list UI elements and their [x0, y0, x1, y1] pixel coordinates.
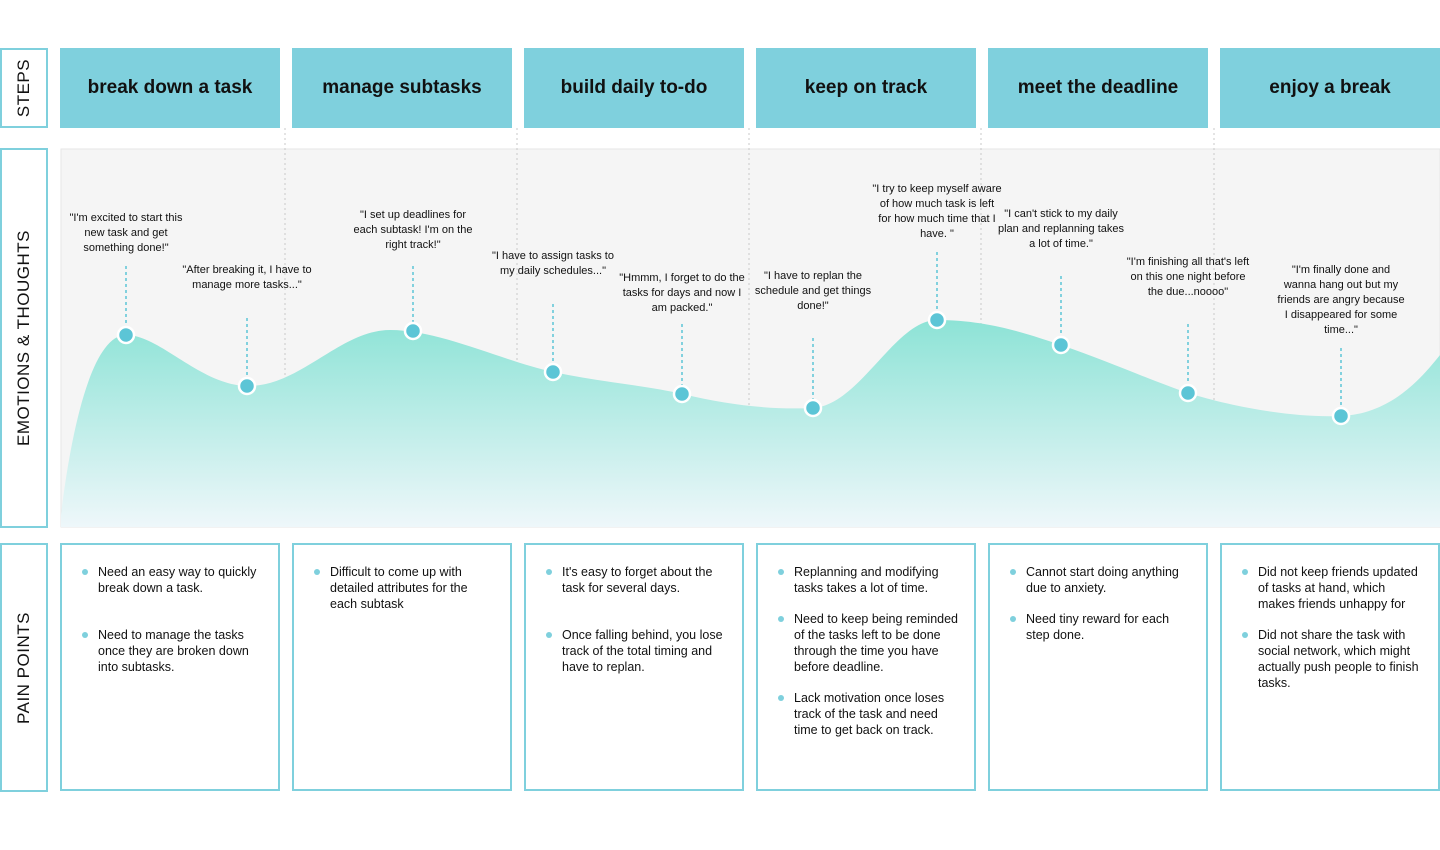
pain-point-item: Replanning and modifying tasks takes a l… — [778, 564, 960, 596]
pain-points-keep-on-track: Replanning and modifying tasks takes a l… — [756, 543, 976, 791]
step-label: break down a task — [87, 77, 253, 98]
emotions-row-label: EMOTIONS & THOUGHTS — [0, 148, 48, 528]
pain-points-enjoy-break: Did not keep friends updated of tasks at… — [1220, 543, 1440, 791]
emotion-point-marker — [237, 376, 257, 396]
pain-points-manage-subtasks: Difficult to come up with detailed attri… — [292, 543, 512, 791]
step-manage-subtasks: manage subtasks — [292, 48, 512, 128]
pain-point-item: Need tiny reward for each step done. — [1010, 611, 1192, 643]
pain-point-item: Did not keep friends updated of tasks at… — [1242, 564, 1424, 612]
pain-point-item: Did not share the task with social netwo… — [1242, 627, 1424, 691]
emotion-point-marker — [672, 384, 692, 404]
pain-point-item: Difficult to come up with detailed attri… — [314, 564, 496, 612]
pain-point-item: Need to manage the tasks once they are b… — [82, 627, 264, 675]
pain-points-break-down: Need an easy way to quickly break down a… — [60, 543, 280, 791]
emotion-point-marker — [543, 362, 563, 382]
step-enjoy-a-break: enjoy a break — [1220, 48, 1440, 128]
pain-point-item: Cannot start doing anything due to anxie… — [1010, 564, 1192, 596]
quote-deadlines: "I set up deadlines for each subtask! I'… — [353, 209, 473, 251]
quote-manage-more: "After breaking it, I have to manage mor… — [182, 264, 312, 291]
step-break-down-a-task: break down a task — [60, 48, 280, 128]
column-dividers — [284, 128, 1215, 527]
pain-point-item: Need to keep being reminded of the tasks… — [778, 611, 960, 675]
quote-cant-stick: "I can't stick to my daily plan and repl… — [998, 208, 1124, 250]
pain-point-item: Once falling behind, you lose track of t… — [546, 627, 728, 675]
emotion-point-marker — [1331, 406, 1351, 426]
pain-points-meet-deadline: Cannot start doing anything due to anxie… — [988, 543, 1208, 791]
emotion-point-marker — [1051, 335, 1071, 355]
quote-assign-tasks: "I have to assign tasks to my daily sche… — [492, 250, 614, 277]
emotion-point-marker — [116, 325, 136, 345]
quote-finishing: "I'm finishing all that's left on this o… — [1126, 256, 1250, 298]
quote-excited: "I'm excited to start this new task and … — [69, 212, 183, 254]
quote-aware: "I try to keep myself aware of how much … — [872, 183, 1002, 240]
quote-replan: "I have to replan the schedule and get t… — [754, 270, 872, 312]
pain-point-item: Need an easy way to quickly break down a… — [82, 564, 264, 596]
step-label: build daily to-do — [560, 77, 708, 98]
step-label: keep on track — [804, 77, 928, 98]
step-label: meet the deadline — [1017, 77, 1179, 98]
quote-finally-done: "I'm finally done and wanna hang out but… — [1277, 264, 1405, 336]
step-meet-the-deadline: meet the deadline — [988, 48, 1208, 128]
emotion-point-marker — [803, 398, 823, 418]
pain-points-build-daily: It's easy to forget about the task for s… — [524, 543, 744, 791]
emotion-point-marker — [1178, 383, 1198, 403]
emotion-curve — [61, 320, 1440, 527]
step-label: enjoy a break — [1269, 77, 1391, 98]
step-build-daily-todo: build daily to-do — [524, 48, 744, 128]
emotion-point-marker — [403, 321, 423, 341]
quote-forget: "Hmmm, I forget to do the tasks for days… — [619, 272, 745, 314]
pain-points-row-label: PAIN POINTS — [0, 543, 48, 792]
pain-point-item: It's easy to forget about the task for s… — [546, 564, 728, 596]
emotion-markers — [116, 252, 1351, 426]
step-keep-on-track: keep on track — [756, 48, 976, 128]
step-label: manage subtasks — [322, 77, 482, 98]
steps-row-label: STEPS — [0, 48, 48, 128]
emotion-point-marker — [927, 310, 947, 330]
pain-point-item: Lack motivation once loses track of the … — [778, 690, 960, 738]
